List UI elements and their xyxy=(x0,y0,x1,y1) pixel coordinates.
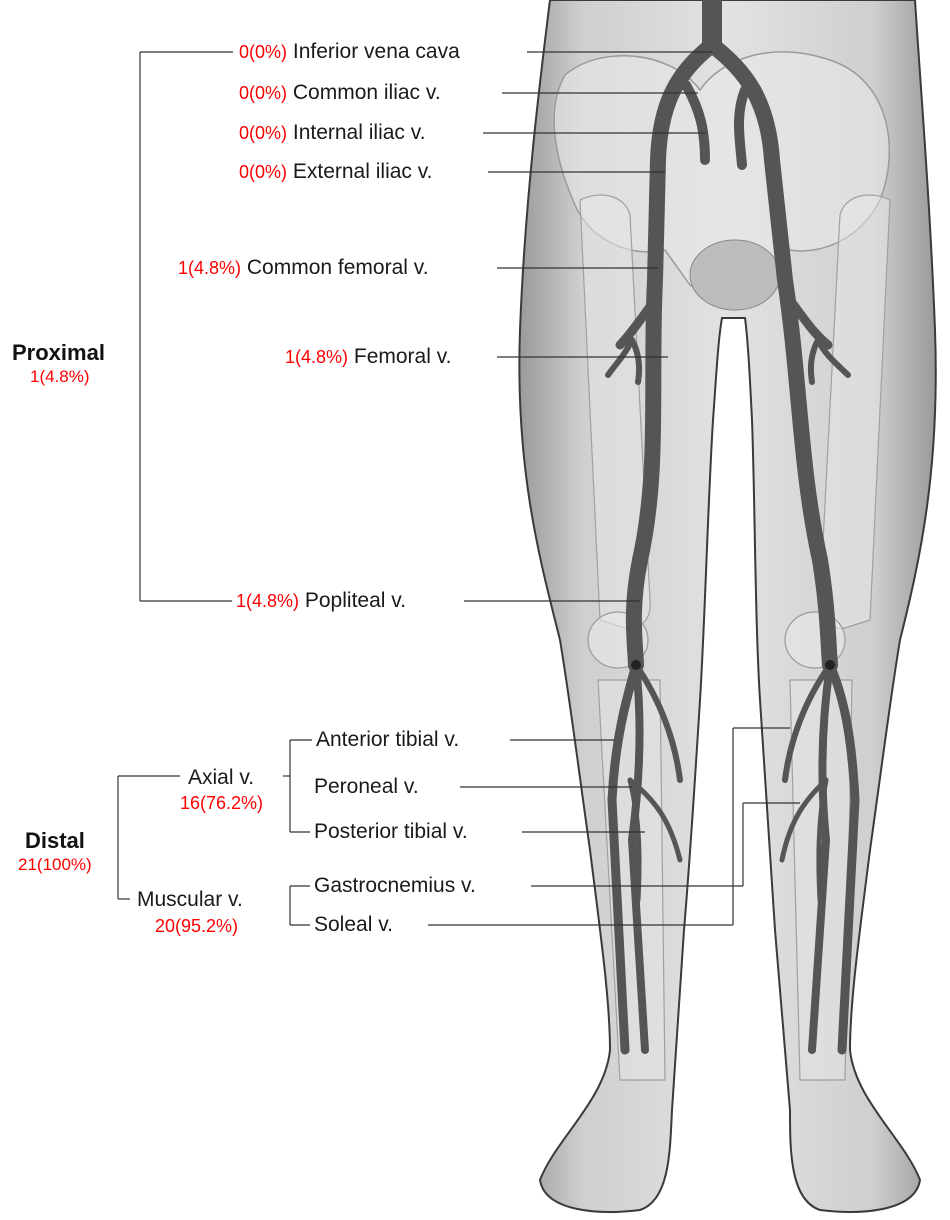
count-internal-iliac: 0(0%) xyxy=(239,123,287,143)
name-inferior-vena-cava: Inferior vena cava xyxy=(293,40,460,63)
label-popliteal: 1(4.8%) Popliteal v. xyxy=(236,590,406,611)
label-posterior-tibial: Posterior tibial v. xyxy=(314,821,468,842)
count-external-iliac: 0(0%) xyxy=(239,162,287,182)
label-gastrocnemius: Gastrocnemius v. xyxy=(314,875,476,896)
name-external-iliac: External iliac v. xyxy=(293,160,433,183)
name-popliteal: Popliteal v. xyxy=(305,589,406,612)
group-distal-label: Distal xyxy=(25,830,85,852)
label-common-femoral: 1(4.8%) Common femoral v. xyxy=(178,257,429,278)
label-soleal: Soleal v. xyxy=(314,914,393,935)
group-axial-label: Axial v. xyxy=(188,767,254,788)
group-proximal-label: Proximal xyxy=(12,342,105,364)
count-common-femoral: 1(4.8%) xyxy=(178,258,241,278)
label-inferior-vena-cava: 0(0%) Inferior vena cava xyxy=(239,41,460,62)
label-anterior-tibial: Anterior tibial v. xyxy=(316,729,459,750)
name-femoral: Femoral v. xyxy=(354,345,452,368)
group-muscular-value: 20(95.2%) xyxy=(155,917,238,935)
group-distal-value: 21(100%) xyxy=(18,856,92,873)
name-common-femoral: Common femoral v. xyxy=(247,256,429,279)
label-internal-iliac: 0(0%) Internal iliac v. xyxy=(239,122,426,143)
name-internal-iliac: Internal iliac v. xyxy=(293,121,426,144)
count-popliteal: 1(4.8%) xyxy=(236,591,299,611)
group-proximal-value: 1(4.8%) xyxy=(30,368,90,385)
group-axial-value: 16(76.2%) xyxy=(180,794,263,812)
count-inferior-vena-cava: 0(0%) xyxy=(239,42,287,62)
name-common-iliac: Common iliac v. xyxy=(293,81,441,104)
label-peroneal: Peroneal v. xyxy=(314,776,419,797)
group-muscular-label: Muscular v. xyxy=(137,889,243,910)
label-common-iliac: 0(0%) Common iliac v. xyxy=(239,82,441,103)
count-common-iliac: 0(0%) xyxy=(239,83,287,103)
label-external-iliac: 0(0%) External iliac v. xyxy=(239,161,433,182)
label-femoral: 1(4.8%) Femoral v. xyxy=(285,346,452,367)
count-femoral: 1(4.8%) xyxy=(285,347,348,367)
